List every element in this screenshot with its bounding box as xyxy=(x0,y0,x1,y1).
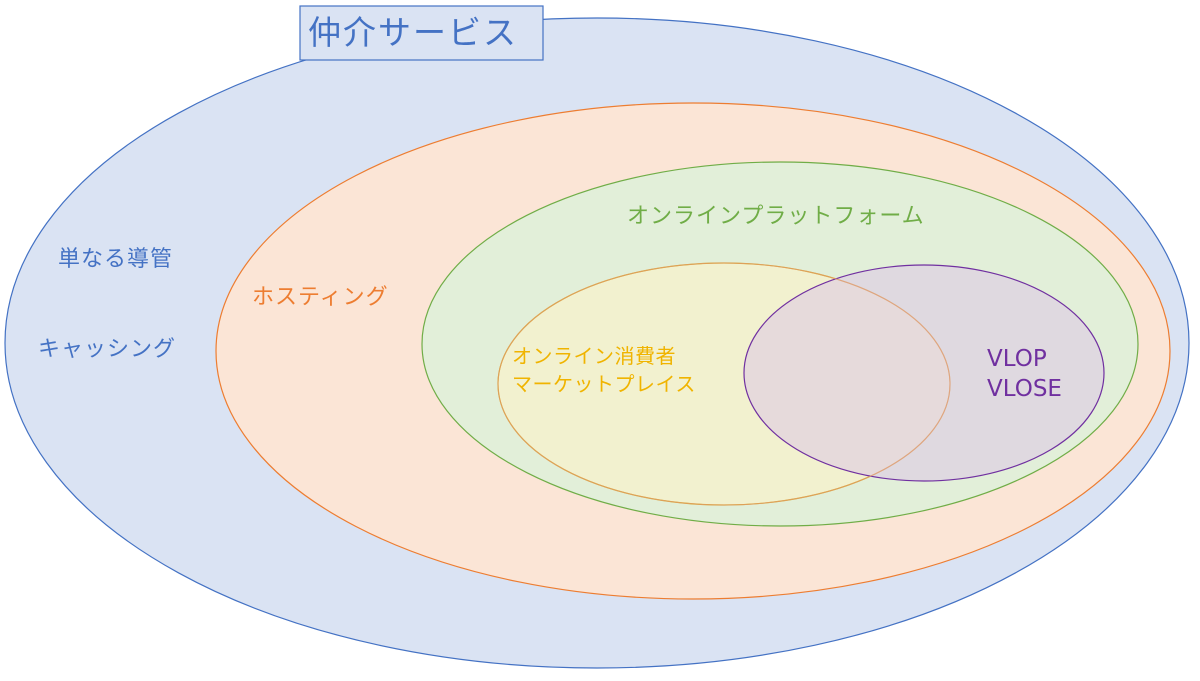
vlop-vlose-ellipse xyxy=(743,264,1105,482)
page-title: 仲介サービス xyxy=(308,13,518,52)
caching-label: キャッシング xyxy=(38,337,176,362)
simple-conduit-label: 単なる導管 xyxy=(58,247,173,272)
marketplace-label-line1: オンライン消費者 xyxy=(512,344,676,368)
hosting-label: ホスティング xyxy=(252,285,389,310)
title-box xyxy=(299,5,544,61)
vlop-label: VLOP xyxy=(987,346,1047,372)
marketplace-label-line2: マーケットプレイス xyxy=(512,372,696,396)
online-platform-label: オンラインプラットフォーム xyxy=(627,204,925,229)
vlose-label: VLOSE xyxy=(987,376,1062,402)
marketplace-overlap-outline xyxy=(497,262,951,506)
